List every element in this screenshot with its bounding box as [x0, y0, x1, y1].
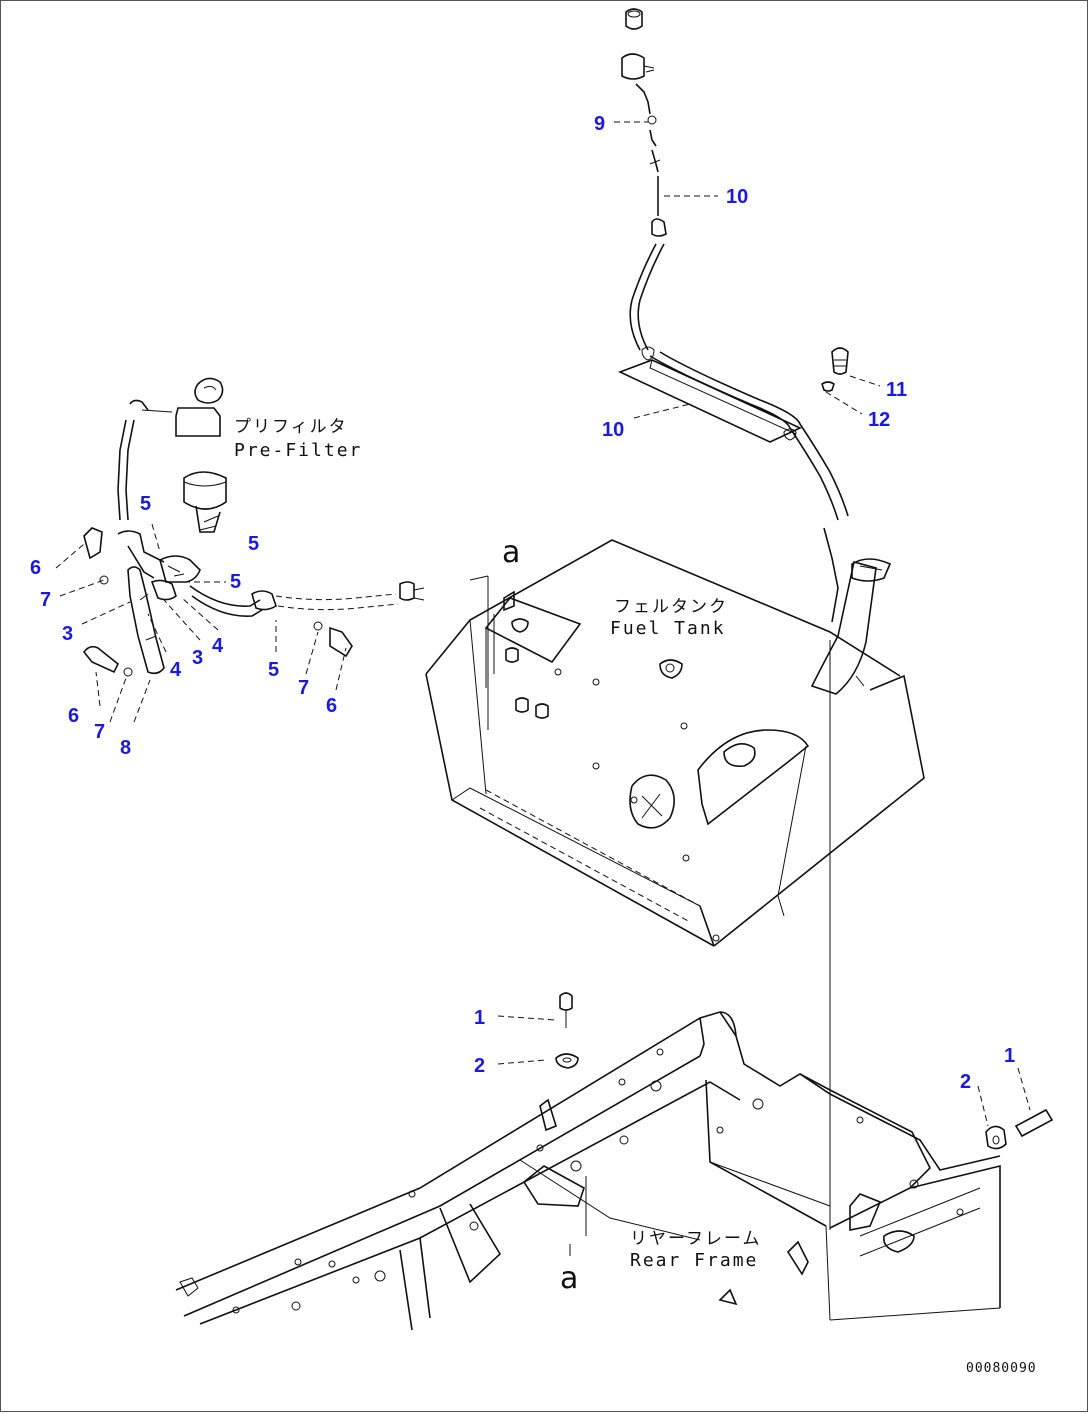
- callout-12: 12: [868, 409, 890, 431]
- callout-3-a: 3: [62, 623, 73, 645]
- callout-5-d: 5: [268, 659, 279, 681]
- pre-filter-label-en: Pre-Filter: [234, 440, 362, 461]
- part-labels: プリフィルタ Pre-Filter フェルタンク Fuel Tank リヤーフレ…: [234, 417, 1037, 1376]
- callout-11: 11: [886, 379, 907, 401]
- callout-10-lower: 10: [602, 419, 624, 441]
- rear-frame-label-jp: リヤーフレーム: [630, 1229, 761, 1249]
- fuel-tank: [425, 527, 925, 947]
- callout-3-b: 3: [192, 647, 203, 669]
- drawing-code: 00080090: [966, 1361, 1037, 1376]
- tank-cap-assembly: [821, 347, 849, 392]
- callout-9: 9: [594, 113, 605, 135]
- pre-filter-label-jp: プリフィルタ: [234, 417, 348, 437]
- reference-mark-a-top: a: [502, 535, 520, 570]
- callout-5-a: 5: [140, 493, 151, 515]
- callout-1-a: 1: [474, 1007, 485, 1029]
- callout-4-a: 4: [170, 659, 182, 681]
- callout-5-c: 5: [230, 571, 241, 593]
- callout-8: 8: [120, 737, 131, 759]
- callout-6-c: 6: [326, 695, 337, 717]
- callout-1-b: 1: [1004, 1045, 1015, 1067]
- fuel-tank-label-en: Fuel Tank: [610, 618, 726, 639]
- reference-leader-a: [469, 575, 831, 1256]
- callout-6-b: 6: [68, 705, 79, 727]
- callout-7-c: 7: [298, 677, 309, 699]
- callout-2-a: 2: [474, 1055, 485, 1077]
- fuel-tank-label-jp: フェルタンク: [614, 597, 728, 617]
- pre-filter-assembly: [82, 377, 425, 677]
- reference-mark-a-bottom: a: [560, 1261, 578, 1296]
- callout-7-a: 7: [40, 589, 51, 611]
- breather-hose-assembly: [621, 8, 667, 361]
- callouts: 9 10 10 11 12 5 5 5 5 6 7 3 4 3 4 6 7 8 …: [30, 113, 1015, 1093]
- callout-leaders: [55, 121, 1031, 1127]
- callout-10-upper: 10: [726, 186, 748, 208]
- hose-bracket: [617, 351, 849, 521]
- callout-7-b: 7: [94, 721, 105, 743]
- rear-frame-label-en: Rear Frame: [630, 1250, 758, 1271]
- callout-2-b: 2: [960, 1071, 971, 1093]
- callout-6-a: 6: [30, 557, 41, 579]
- rear-frame: [175, 1011, 1001, 1331]
- callout-4-b: 4: [212, 635, 224, 657]
- frame-mount-hardware: [555, 992, 1054, 1150]
- callout-5-b: 5: [248, 533, 259, 555]
